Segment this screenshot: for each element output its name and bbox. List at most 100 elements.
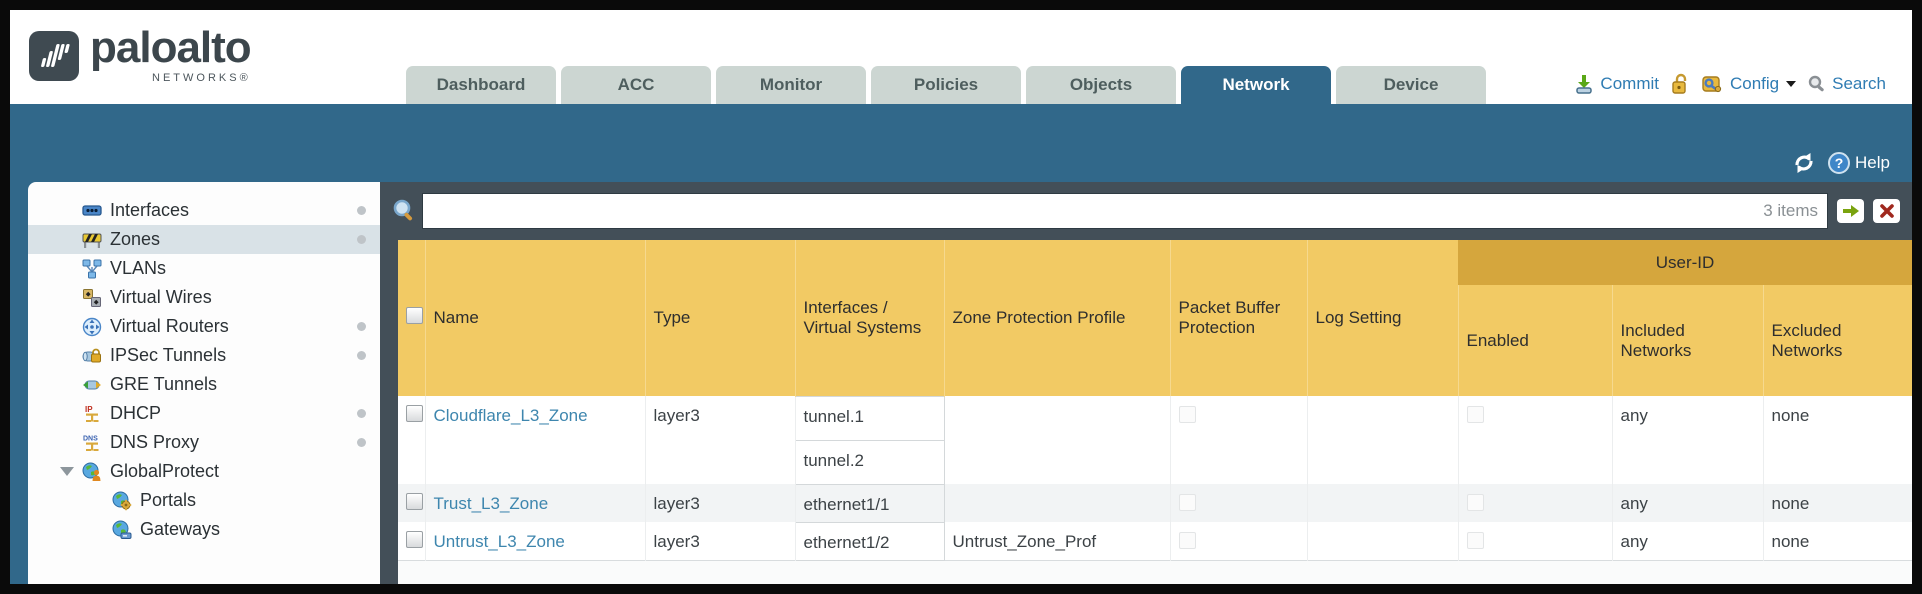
sidebar-item-gre-tunnels[interactable]: GRE Tunnels [28, 370, 380, 399]
tab-network[interactable]: Network [1181, 66, 1331, 104]
sidebar-item-zones[interactable]: Zones [28, 225, 380, 254]
table-subrow[interactable]: tunnel.2 [398, 439, 1912, 485]
virtual-wires-icon [82, 288, 102, 308]
help-button[interactable]: ? Help [1828, 152, 1890, 174]
zone-name-cell: Untrust_L3_Zone [425, 522, 646, 560]
column-header-type[interactable]: Type [644, 240, 795, 396]
column-header-included-networks[interactable]: Included Networks [1611, 285, 1763, 396]
zones-table: Name Type Interfaces / Virtual Systems Z… [398, 240, 1912, 561]
vlans-icon [82, 259, 102, 279]
column-header-zone-protection[interactable]: Zone Protection Profile [943, 240, 1170, 396]
config-icon [1702, 76, 1722, 93]
packet-buffer-protection-cell [1170, 522, 1308, 560]
zone-type-cell: layer3 [645, 484, 796, 522]
lock-icon[interactable] [1670, 73, 1690, 95]
commit-button[interactable]: Commit [1573, 73, 1659, 95]
sidebar-item-label: VLANs [110, 258, 167, 278]
sidebar-item-label: IPSec Tunnels [110, 345, 227, 365]
sidebar-item-interfaces[interactable]: Interfaces [28, 196, 380, 225]
packet-buffer-protection-checkbox[interactable] [1178, 532, 1196, 549]
caret-down-icon [1786, 81, 1797, 87]
config-menu[interactable]: Config [1701, 73, 1797, 95]
interface-cell: tunnel.2 [794, 439, 945, 485]
log-setting-cell [1307, 396, 1459, 484]
column-header-enabled[interactable]: Enabled [1457, 285, 1612, 396]
refresh-icon[interactable] [1792, 151, 1816, 175]
row-checkbox[interactable] [406, 493, 423, 510]
brand-name: paloalto [90, 23, 252, 72]
user-id-enabled-checkbox[interactable] [1466, 494, 1484, 511]
interface-cell: tunnel.1 [794, 395, 945, 441]
sidebar-item-portals[interactable]: Portals [28, 486, 380, 515]
sidebar-item-globalprotect[interactable]: GlobalProtect [28, 457, 380, 486]
zone-protection-profile-cell: Untrust_Zone_Prof [944, 522, 1171, 560]
zone-name-cell: Cloudflare_L3_Zone [425, 396, 646, 484]
sidebar-item-virtual-wires[interactable]: Virtual Wires [28, 283, 380, 312]
included-networks-cell: any [1612, 396, 1764, 484]
packet-buffer-protection-checkbox[interactable] [1178, 494, 1196, 511]
column-header-log-setting[interactable]: Log Setting [1306, 240, 1458, 396]
tab-monitor[interactable]: Monitor [716, 66, 866, 104]
excluded-networks-cell: none [1763, 396, 1912, 484]
expander-triangle-icon[interactable] [60, 467, 74, 476]
sidebar-item-label: Gateways [140, 519, 221, 539]
row-checkbox-cell [398, 396, 426, 484]
global-search-button[interactable]: Search [1807, 74, 1886, 94]
sidebar-item-label: GlobalProtect [110, 461, 220, 481]
portals-icon [112, 491, 132, 511]
user-id-enabled-cell [1458, 396, 1613, 484]
ipsec-tunnels-icon [82, 346, 102, 366]
filter-input[interactable] [423, 194, 1764, 228]
apply-filter-button[interactable] [1837, 199, 1864, 223]
zone-name-link[interactable]: Untrust_L3_Zone [433, 532, 565, 551]
status-dot-icon [357, 235, 366, 244]
column-header-excluded-networks[interactable]: Excluded Networks [1762, 285, 1912, 396]
packet-buffer-protection-checkbox[interactable] [1178, 406, 1196, 423]
sidebar-item-label: Zones [110, 229, 161, 249]
sidebar-item-virtual-routers[interactable]: Virtual Routers [28, 312, 380, 341]
status-dot-icon [357, 322, 366, 331]
row-checkbox[interactable] [406, 405, 423, 422]
paloalto-logo: paloalto NETWORKS® [28, 23, 252, 84]
included-networks-cell: any [1612, 484, 1764, 522]
row-checkbox[interactable] [406, 531, 423, 548]
sidebar-item-vlans[interactable]: VLANs [28, 254, 380, 283]
column-header-interfaces[interactable]: Interfaces / Virtual Systems [794, 240, 944, 396]
brand-text: paloalto NETWORKS® [90, 23, 252, 84]
tab-policies[interactable]: Policies [871, 66, 1021, 104]
help-icon: ? [1828, 152, 1851, 174]
band-tools: ? Help [1792, 151, 1890, 175]
column-header-packet-buffer[interactable]: Packet Buffer Protection [1169, 240, 1307, 396]
sidebar-item-ipsec-tunnels[interactable]: IPSec Tunnels [28, 341, 380, 370]
excluded-networks-cell: none [1763, 522, 1912, 560]
commit-icon [1576, 75, 1593, 94]
interfaces-icon [82, 201, 102, 221]
tab-objects[interactable]: Objects [1026, 66, 1176, 104]
zone-name-link[interactable]: Cloudflare_L3_Zone [433, 406, 588, 425]
search-label: Search [1832, 74, 1886, 93]
user-id-enabled-checkbox[interactable] [1466, 532, 1484, 549]
zone-name-link[interactable]: Trust_L3_Zone [433, 494, 549, 513]
gateways-icon [112, 520, 132, 540]
select-all-checkbox[interactable] [406, 307, 423, 324]
column-header-name[interactable]: Name [424, 240, 645, 396]
zone-type-cell: layer3 [645, 522, 796, 560]
sidebar-item-gateways[interactable]: Gateways [28, 515, 380, 544]
tab-acc[interactable]: ACC [561, 66, 711, 104]
user-id-enabled-checkbox[interactable] [1466, 406, 1484, 423]
interface-cell: ethernet1/2 [794, 521, 945, 561]
sidebar-item-label: Virtual Wires [110, 287, 212, 307]
tab-dashboard[interactable]: Dashboard [406, 66, 556, 104]
clear-filter-button[interactable] [1873, 199, 1900, 223]
tab-device[interactable]: Device [1336, 66, 1486, 104]
column-group-user-id: User-ID [1458, 240, 1912, 285]
